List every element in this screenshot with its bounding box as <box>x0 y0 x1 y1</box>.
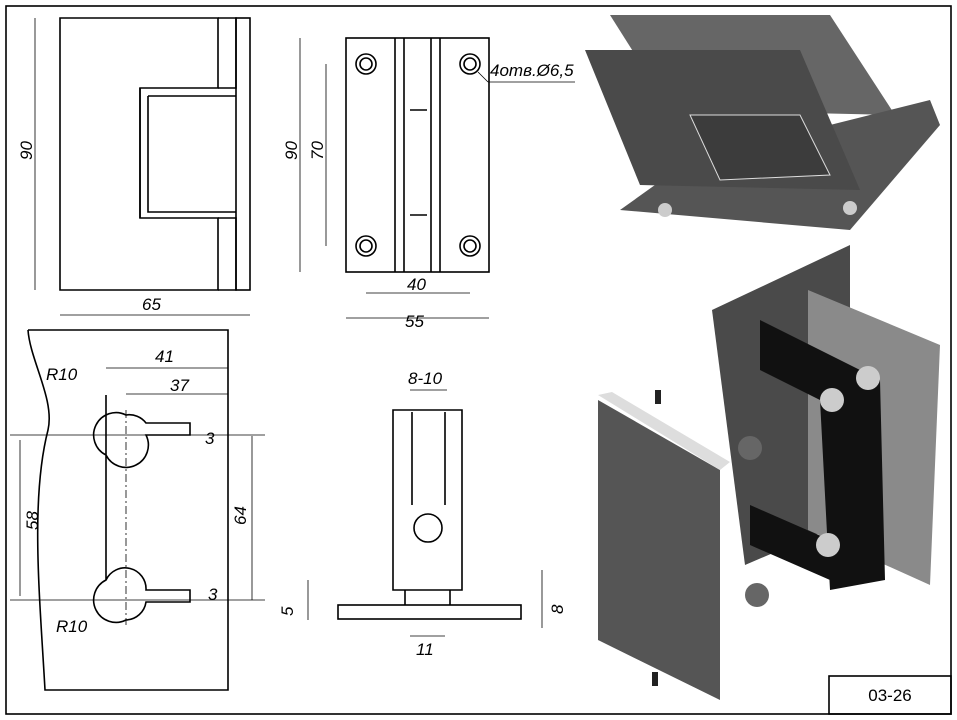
dim-hole-spacing-h: 40 <box>407 275 426 294</box>
dim-side-width: 55 <box>405 312 424 331</box>
dim-radius-top: R10 <box>46 365 78 384</box>
dim-center-width: 11 <box>416 640 434 659</box>
section-view: 8-10 5 8 11 <box>278 369 567 659</box>
drawing-code: 03-26 <box>868 686 911 705</box>
glass-cutout-view: 41 37 R10 R10 3 3 58 64 <box>10 329 265 691</box>
title-box <box>828 675 952 715</box>
dim-glass-range: 8-10 <box>408 369 443 388</box>
dim-side-height: 90 <box>282 141 301 160</box>
hinge-3d-render <box>585 15 940 230</box>
dim-radius-bottom: R10 <box>56 617 88 636</box>
hinge-exploded-render <box>598 245 940 700</box>
front-view: 90 65 <box>17 17 251 316</box>
dim-cutout-outer-width: 41 <box>155 347 174 366</box>
dim-offset-top: 3 <box>205 429 215 448</box>
dim-front-height: 90 <box>17 141 36 160</box>
dim-front-width: 65 <box>142 295 161 314</box>
holes-note: 4отв.Ø6,5 <box>490 61 574 80</box>
side-view: 90 70 40 55 4отв.Ø6,5 <box>282 37 575 331</box>
dim-total-height: 8 <box>548 604 567 614</box>
dim-offset-bottom: 3 <box>208 585 218 604</box>
dim-cutout-inner-height: 58 <box>23 511 42 530</box>
dim-cutout-inner-width: 37 <box>170 376 189 395</box>
dim-base-thickness: 5 <box>278 606 297 616</box>
dim-cutout-outer-height: 64 <box>231 506 250 525</box>
drawing-frame <box>5 5 952 715</box>
dim-hole-spacing-v: 70 <box>308 141 327 160</box>
